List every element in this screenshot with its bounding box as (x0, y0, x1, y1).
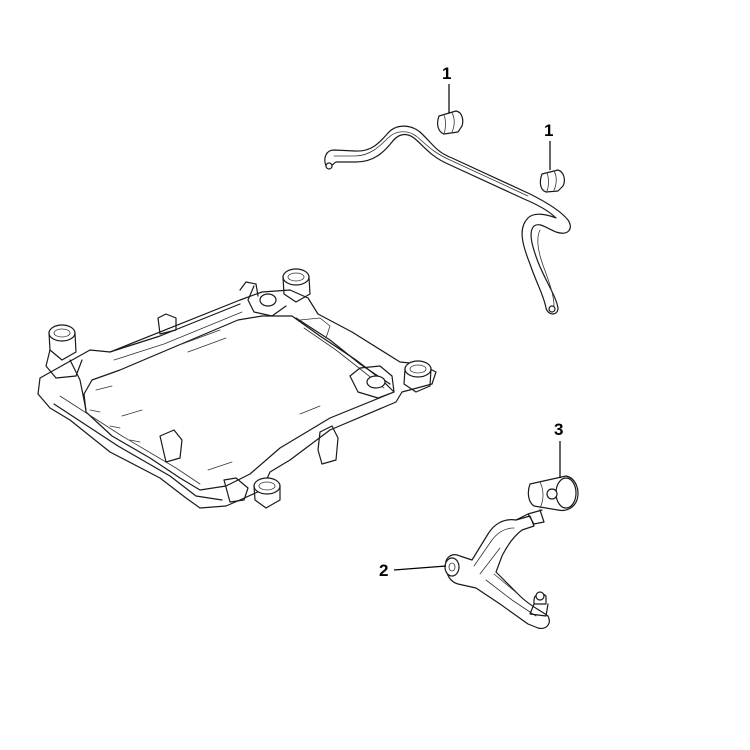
stabilizer-bushing-right (539, 169, 565, 193)
callout-3: 3 (554, 420, 563, 478)
control-arm-bushing (527, 475, 579, 525)
callout-1-left: 1 (442, 64, 451, 113)
stabilizer-bar (324, 125, 571, 315)
stabilizer-bushing-left (437, 110, 464, 135)
callout-2: 2 (379, 561, 447, 580)
callout-label-2: 2 (379, 561, 388, 580)
callout-label-3: 3 (554, 420, 563, 439)
callout-1-right: 1 (544, 121, 553, 170)
callout-label-1-right: 1 (544, 121, 553, 140)
lower-control-arm (444, 509, 550, 629)
callout-label-1-left: 1 (442, 64, 451, 83)
front-subframe (37, 268, 437, 509)
leader-line-2 (393, 565, 447, 571)
